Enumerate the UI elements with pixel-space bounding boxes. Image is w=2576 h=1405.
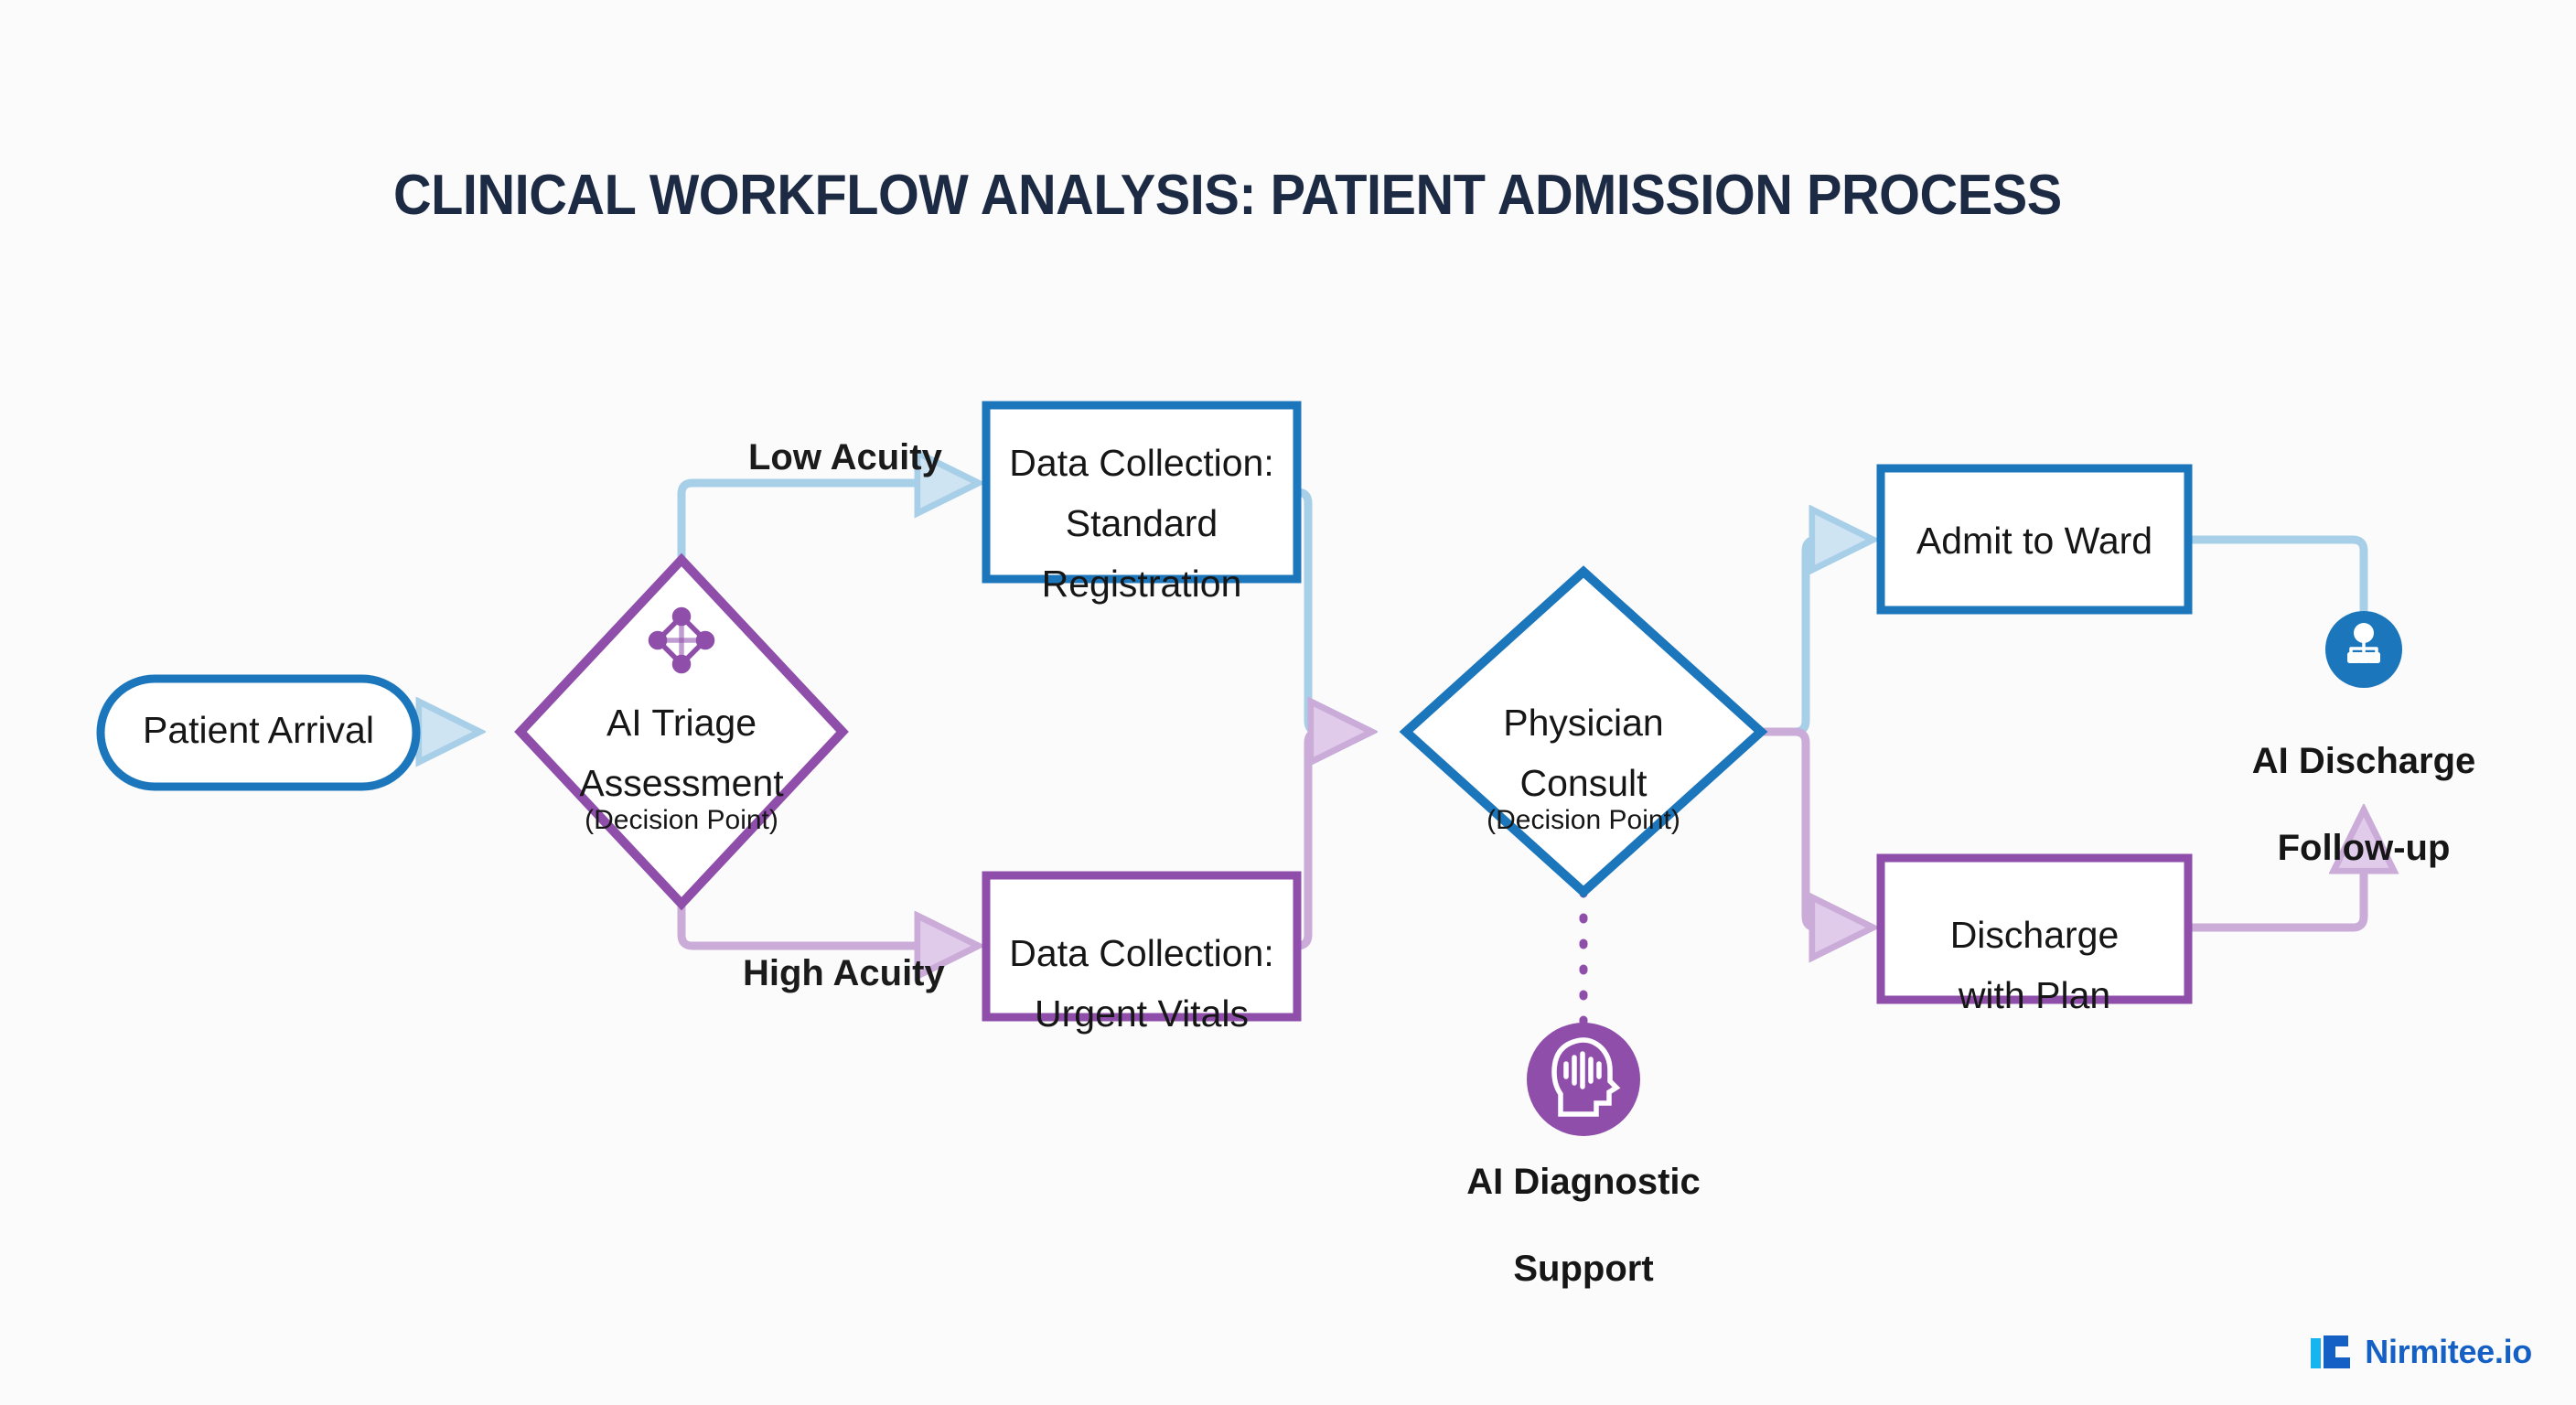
page-title: CLINICAL WORKFLOW ANALYSIS: PATIENT ADMI… (393, 164, 2062, 227)
ai-diagnostic-line-2: Support (1513, 1248, 1654, 1289)
node-ai-triage-shape[interactable] (514, 552, 849, 911)
node-data-collection-urgent-shape[interactable] (982, 871, 1302, 1022)
node-physician-consult-shape[interactable] (1399, 565, 1768, 898)
edge-label-high-acuity: High Acuity (743, 953, 945, 993)
ai-diagnostic-support-caption: AI Diagnostic Support (1401, 1118, 1766, 1291)
hierarchy-org-icon (2347, 623, 2380, 663)
node-data-collection-standard-shape[interactable] (982, 401, 1302, 584)
ai-followup-line-1: AI Discharge (2251, 741, 2476, 782)
edge-discharge-to-followup (2184, 819, 2364, 932)
brand-name: Nirmitee.io (2365, 1333, 2532, 1370)
edge-consult-to-admit (1756, 540, 1864, 736)
ai-diagnostic-line-1: AI Diagnostic (1466, 1162, 1701, 1203)
nirmitee-logo-icon (2311, 1335, 2351, 1368)
node-admit-to-ward-shape[interactable] (1876, 464, 2193, 615)
edge-triage-to-urgent (677, 727, 970, 946)
edge-consult-to-discharge (1756, 727, 1864, 928)
brand-watermark: Nirmitee.io (2310, 1332, 2532, 1372)
edge-triage-to-standard (677, 483, 970, 736)
edge-label-low-acuity: Low Acuity (748, 437, 942, 477)
node-discharge-with-plan-shape[interactable] (1876, 853, 2193, 1004)
ai-discharge-followup-caption: AI Discharge Follow-up (2181, 697, 2547, 870)
ai-head-waveform-icon (1551, 1037, 1621, 1117)
ai-diagnostic-support-badge[interactable] (1527, 1023, 1640, 1136)
edge-urgent-to-consult (1293, 732, 1363, 950)
node-patient-arrival-shape[interactable] (96, 674, 421, 791)
edge-standard-to-consult (1293, 488, 1363, 732)
ai-followup-line-2: Follow-up (2277, 827, 2451, 868)
network-nodes-icon (648, 606, 715, 674)
edge-admit-to-followup (2184, 535, 2368, 619)
ai-discharge-followup-badge[interactable] (2325, 611, 2402, 688)
